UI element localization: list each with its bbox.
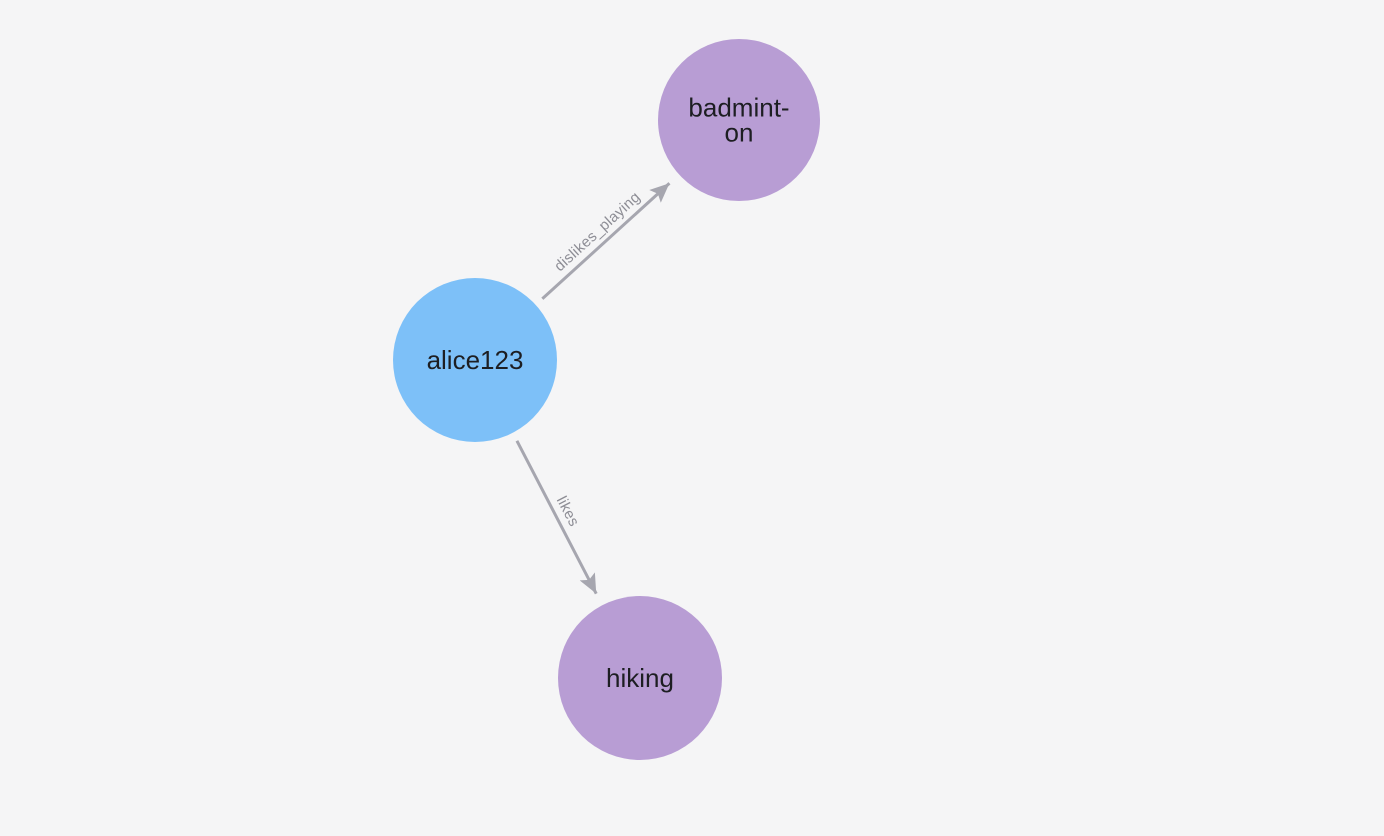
graph-node-badminton[interactable]: badmint-on (658, 39, 820, 201)
node-circle (558, 596, 722, 760)
node-circle (658, 39, 820, 201)
node-circle (393, 278, 557, 442)
graph-node-hiking[interactable]: hiking (558, 596, 722, 760)
edge-line (515, 440, 598, 595)
graph-edge-likes[interactable]: likes (515, 440, 598, 595)
graph-edge-dislikes_playing[interactable]: dislikes_playing (541, 182, 671, 300)
graph-node-alice123[interactable]: alice123 (393, 278, 557, 442)
edge-label: dislikes_playing (551, 189, 644, 275)
edge-line (541, 182, 671, 300)
edge-label: likes (553, 494, 583, 530)
